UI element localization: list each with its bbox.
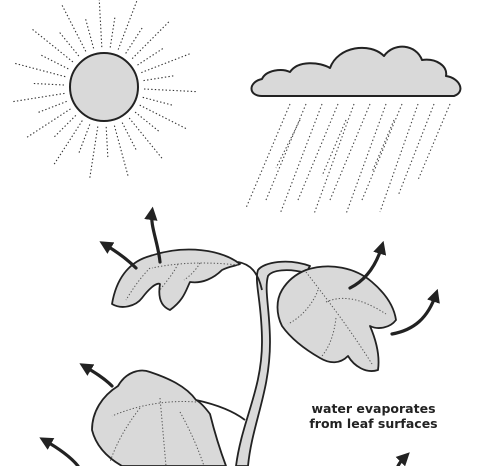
sun-ray (78, 124, 89, 154)
sun-ray (143, 97, 174, 105)
caption-line-1: water evaporates (286, 401, 461, 416)
sun-ray (114, 126, 128, 176)
sun-ray (27, 109, 71, 137)
sun-ray (141, 54, 190, 73)
sun-ray (129, 118, 162, 158)
sun-ray (90, 127, 98, 178)
sun-ray (85, 18, 93, 49)
evaporation-arrow-icon (44, 440, 78, 466)
cloud (252, 47, 461, 96)
sun-ray (62, 5, 86, 51)
sun-ray (32, 83, 64, 85)
sun-ray (118, 1, 137, 50)
rain-streak (314, 104, 354, 214)
sun-ray (40, 55, 69, 69)
sun-ray (13, 93, 64, 101)
sun-ray (99, 0, 102, 47)
sun-ray (132, 22, 169, 59)
rain-streak (322, 120, 346, 176)
evaporation-arrow-icon (392, 294, 436, 334)
sun-disc (70, 53, 138, 121)
sun-ray (32, 29, 73, 62)
evaporation-arrow-icon (104, 244, 136, 268)
sun-ray (53, 115, 76, 138)
sun-ray (15, 63, 65, 76)
rain-streak (246, 104, 290, 208)
sun-ray (138, 48, 165, 66)
evaporation-arrow-icon (398, 456, 406, 466)
rain-streak (372, 120, 394, 172)
leaf-upper-left (112, 250, 240, 310)
rain-cloud-icon (246, 47, 460, 214)
rain-streak (346, 104, 386, 214)
caption-water-evaporates: water evaporates from leaf surfaces (286, 401, 461, 431)
rain-streaks (246, 104, 450, 214)
sun-ray (106, 127, 108, 159)
rain-streak (362, 104, 402, 200)
rain-streak (276, 120, 300, 168)
rain-streak (418, 104, 450, 180)
sun-ray (140, 105, 186, 129)
caption-line-2: from leaf surfaces (286, 416, 461, 431)
leaf-right (278, 266, 397, 371)
sun-ray (54, 121, 82, 165)
sun-ray (126, 27, 143, 54)
sun-ray (37, 101, 67, 113)
sun-ray (122, 123, 137, 152)
rain-streak (280, 104, 322, 214)
rain-streak (330, 104, 370, 200)
sun-ray (110, 16, 115, 48)
evaporation-arrow-icon (84, 366, 112, 386)
rain-streak (266, 104, 306, 200)
rain-streak (398, 104, 434, 196)
sun-ray (144, 89, 196, 92)
plant-icon (92, 250, 396, 466)
sun-icon (13, 0, 196, 178)
sun-ray (144, 76, 176, 81)
